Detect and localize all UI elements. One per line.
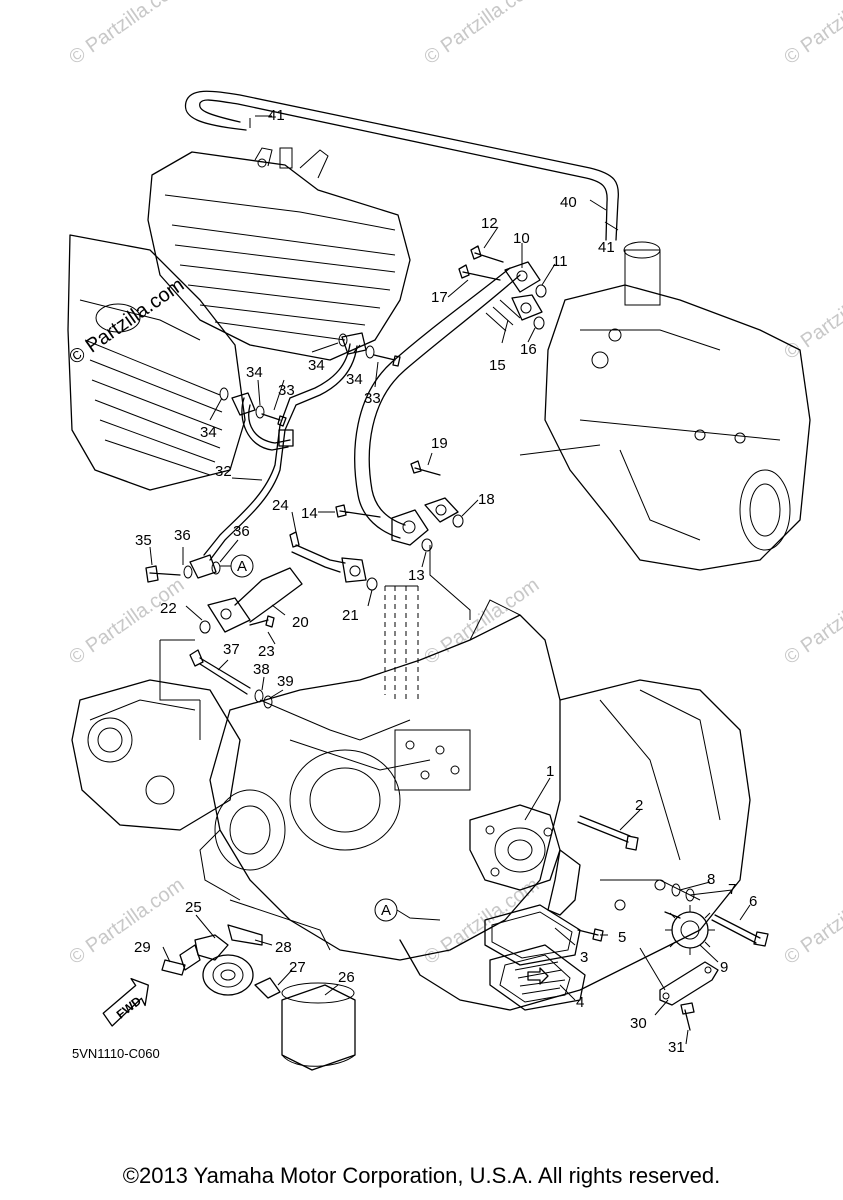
callout-29: 29 bbox=[134, 939, 151, 956]
callout-2: 2 bbox=[635, 797, 643, 814]
callout-23: 23 bbox=[258, 643, 275, 660]
callout-27: 27 bbox=[289, 959, 306, 976]
callout-33-right: 33 bbox=[364, 390, 381, 407]
watermark: © Partzilla.com bbox=[420, 0, 543, 69]
callout-18: 18 bbox=[478, 491, 495, 508]
watermark: © Partzilla.com bbox=[780, 269, 843, 364]
callout-41-right: 41 bbox=[598, 239, 615, 256]
callout-19: 19 bbox=[431, 435, 448, 452]
bolt-2 bbox=[577, 815, 639, 851]
callout-8: 8 bbox=[707, 871, 715, 888]
callout-34-mid: 34 bbox=[246, 364, 263, 381]
oil-pump bbox=[469, 804, 581, 916]
watermark: © Partzilla.com bbox=[780, 0, 843, 69]
callout-1: 1 bbox=[546, 763, 554, 780]
callout-32: 32 bbox=[215, 463, 232, 480]
callout-14: 14 bbox=[301, 505, 318, 522]
right-crankcase bbox=[399, 679, 751, 1011]
ref-marker-a-upper-label: A bbox=[237, 558, 247, 575]
forward-arrow: FWD bbox=[102, 977, 149, 1027]
copyright-notice: ©2013 Yamaha Motor Corporation, U.S.A. A… bbox=[122, 1163, 721, 1188]
callout-3: 3 bbox=[580, 949, 588, 966]
fwd-label: FWD bbox=[114, 993, 144, 1021]
oil-strainer bbox=[484, 904, 586, 1011]
callout-11: 11 bbox=[552, 253, 568, 270]
diagram-code: 5VN1110-C060 bbox=[72, 1046, 160, 1061]
callout-5: 5 bbox=[618, 929, 626, 946]
callout-40: 40 bbox=[560, 194, 577, 211]
callout-24: 24 bbox=[272, 497, 289, 514]
callout-7: 7 bbox=[728, 881, 736, 898]
cylinder-head bbox=[147, 147, 411, 361]
oil-pipe-20 bbox=[199, 531, 378, 634]
callout-6: 6 bbox=[749, 893, 757, 910]
callout-39: 39 bbox=[277, 673, 294, 690]
main-crankcase bbox=[199, 599, 561, 961]
callout-10: 10 bbox=[513, 230, 530, 247]
callout-36-left: 36 bbox=[174, 527, 191, 544]
callout-37: 37 bbox=[223, 641, 240, 658]
oil-hose-assembly bbox=[145, 332, 401, 583]
bracket-30 bbox=[639, 947, 719, 1031]
watermark: © Partzilla.com bbox=[65, 874, 188, 969]
dashed-leader-lines bbox=[159, 545, 471, 740]
breather-hose bbox=[184, 90, 620, 241]
callout-12: 12 bbox=[481, 215, 498, 232]
watermark: © Partzilla.com bbox=[780, 874, 843, 969]
callout-33-left: 33 bbox=[278, 382, 295, 399]
callout-15: 15 bbox=[489, 357, 506, 374]
left-crankcase-cover bbox=[71, 679, 241, 831]
callout-leader-lines bbox=[149, 115, 751, 1045]
callout-25: 25 bbox=[185, 899, 202, 916]
callout-13: 13 bbox=[408, 567, 425, 584]
callout-17: 17 bbox=[431, 289, 448, 306]
oil-filter-assembly bbox=[161, 924, 356, 1071]
ref-marker-a-lower-label: A bbox=[381, 902, 391, 919]
callout-4: 4 bbox=[576, 994, 584, 1011]
left-cylinder bbox=[67, 234, 246, 491]
watermark: © Partzilla.com bbox=[420, 574, 543, 669]
callout-9: 9 bbox=[720, 959, 728, 976]
bolt-5 bbox=[577, 928, 604, 942]
callout-22: 22 bbox=[160, 600, 177, 617]
watermark: © Partzilla.com bbox=[65, 574, 188, 669]
callout-38: 38 bbox=[253, 661, 270, 678]
callout-28: 28 bbox=[275, 939, 292, 956]
callout-35: 35 bbox=[135, 532, 152, 549]
right-engine-block bbox=[519, 241, 811, 571]
watermark-dark: © Partzilla.com bbox=[65, 274, 188, 369]
callout-34-left: 34 bbox=[200, 424, 217, 441]
callout-34-right: 34 bbox=[308, 357, 325, 374]
oil-delivery-pipe bbox=[354, 261, 543, 546]
callout-21: 21 bbox=[342, 607, 359, 624]
part-callouts: 41 40 41 12 10 11 17 16 15 19 18 14 24 1… bbox=[134, 107, 757, 1056]
callout-31: 31 bbox=[668, 1039, 685, 1056]
pipe-fittings bbox=[335, 245, 547, 552]
pump-drive-gear bbox=[664, 883, 769, 955]
reference-markers: A A bbox=[220, 554, 441, 922]
callout-20: 20 bbox=[292, 614, 309, 631]
callout-41-top: 41 bbox=[268, 107, 285, 124]
callout-34-far: 34 bbox=[346, 371, 363, 388]
callout-26: 26 bbox=[338, 969, 355, 986]
callout-16: 16 bbox=[520, 341, 537, 358]
callout-36-right: 36 bbox=[233, 523, 250, 540]
watermark: © Partzilla.com bbox=[780, 574, 843, 669]
watermark: © Partzilla.com bbox=[65, 0, 188, 69]
callout-30: 30 bbox=[630, 1015, 647, 1032]
watermarks: © Partzilla.com © Partzilla.com © Partzi… bbox=[65, 0, 843, 969]
